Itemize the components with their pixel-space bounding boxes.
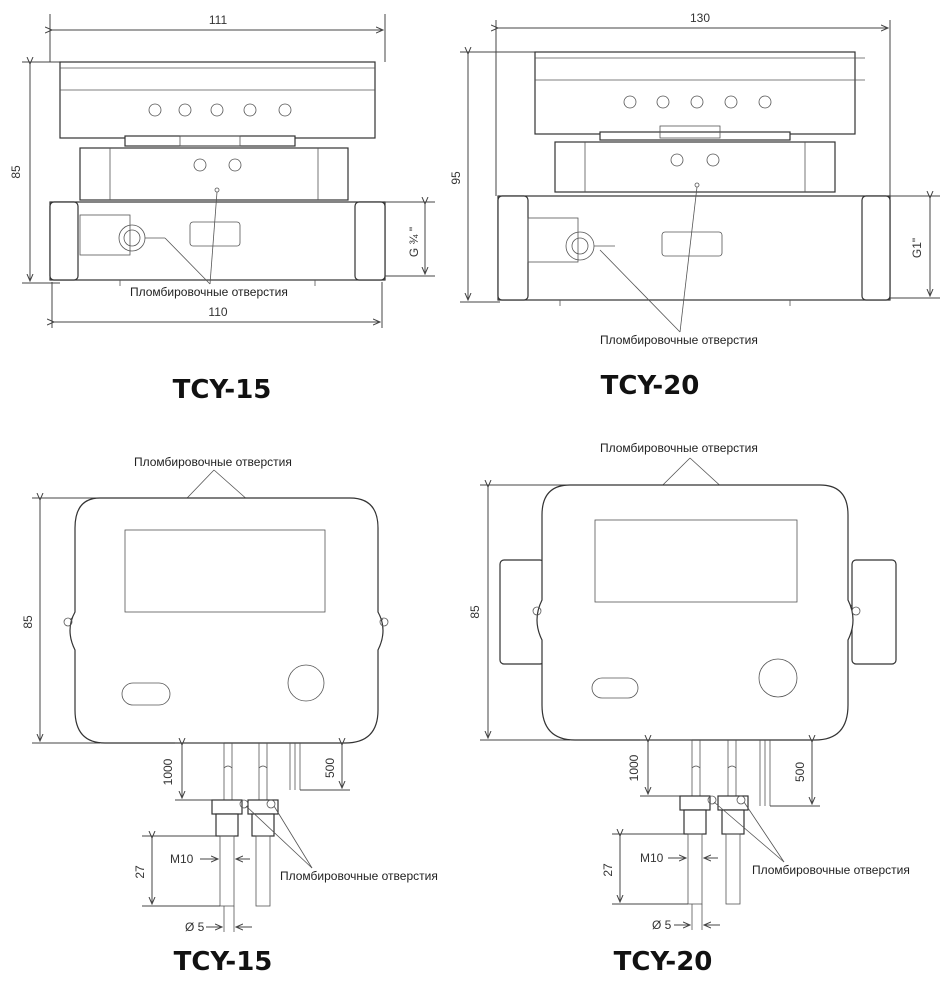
tcy20-side-view: 130 95 Пломбировочные: [449, 11, 940, 401]
dim-thread: G ¾ ": [407, 227, 421, 257]
dim-diameter: Ø 5: [652, 918, 672, 932]
model-title: TCY-20: [601, 371, 700, 401]
tcy20-front-view: Пломбировочные отверстия 85 1000: [468, 441, 910, 977]
dim-height: 85: [21, 615, 35, 629]
dim-diameter: Ø 5: [185, 920, 205, 934]
model-title: TCY-15: [173, 375, 272, 405]
dim-cable-2: 500: [323, 758, 337, 778]
dim-cable-2: 500: [793, 762, 807, 782]
dim-sensor-length: 27: [133, 865, 147, 879]
dim-thread: M10: [170, 852, 194, 866]
model-title: TCY-20: [614, 947, 713, 977]
dim-width-top: 111: [209, 13, 228, 27]
seal-holes-label-top: Пломбировочные отверстия: [600, 441, 758, 455]
seal-holes-label: Пломбировочные отверстия: [600, 333, 758, 347]
seal-holes-label: Пломбировочные отверстия: [130, 285, 288, 299]
seal-holes-label-side: Пломбировочные отверстия: [752, 863, 910, 877]
dim-height: 85: [9, 165, 23, 179]
dim-thread: G1": [910, 238, 924, 258]
dim-cable-1: 1000: [161, 758, 175, 785]
dim-width-top: 130: [690, 11, 710, 25]
tcy15-side-view: 111 85 Пломб: [9, 13, 435, 405]
dim-thread: M10: [640, 851, 664, 865]
dim-sensor-length: 27: [601, 863, 615, 877]
dim-cable-1: 1000: [627, 754, 641, 781]
dim-height: 85: [468, 605, 482, 619]
seal-holes-label-side: Пломбировочные отверстия: [280, 869, 438, 883]
dim-width-bottom: 110: [208, 305, 227, 319]
model-title: TCY-15: [174, 947, 273, 977]
seal-holes-label-top: Пломбировочные отверстия: [134, 455, 292, 469]
dim-height: 95: [449, 171, 463, 185]
tcy15-front-view: Пломбировочные отверстия 85 1000 500: [21, 455, 438, 977]
